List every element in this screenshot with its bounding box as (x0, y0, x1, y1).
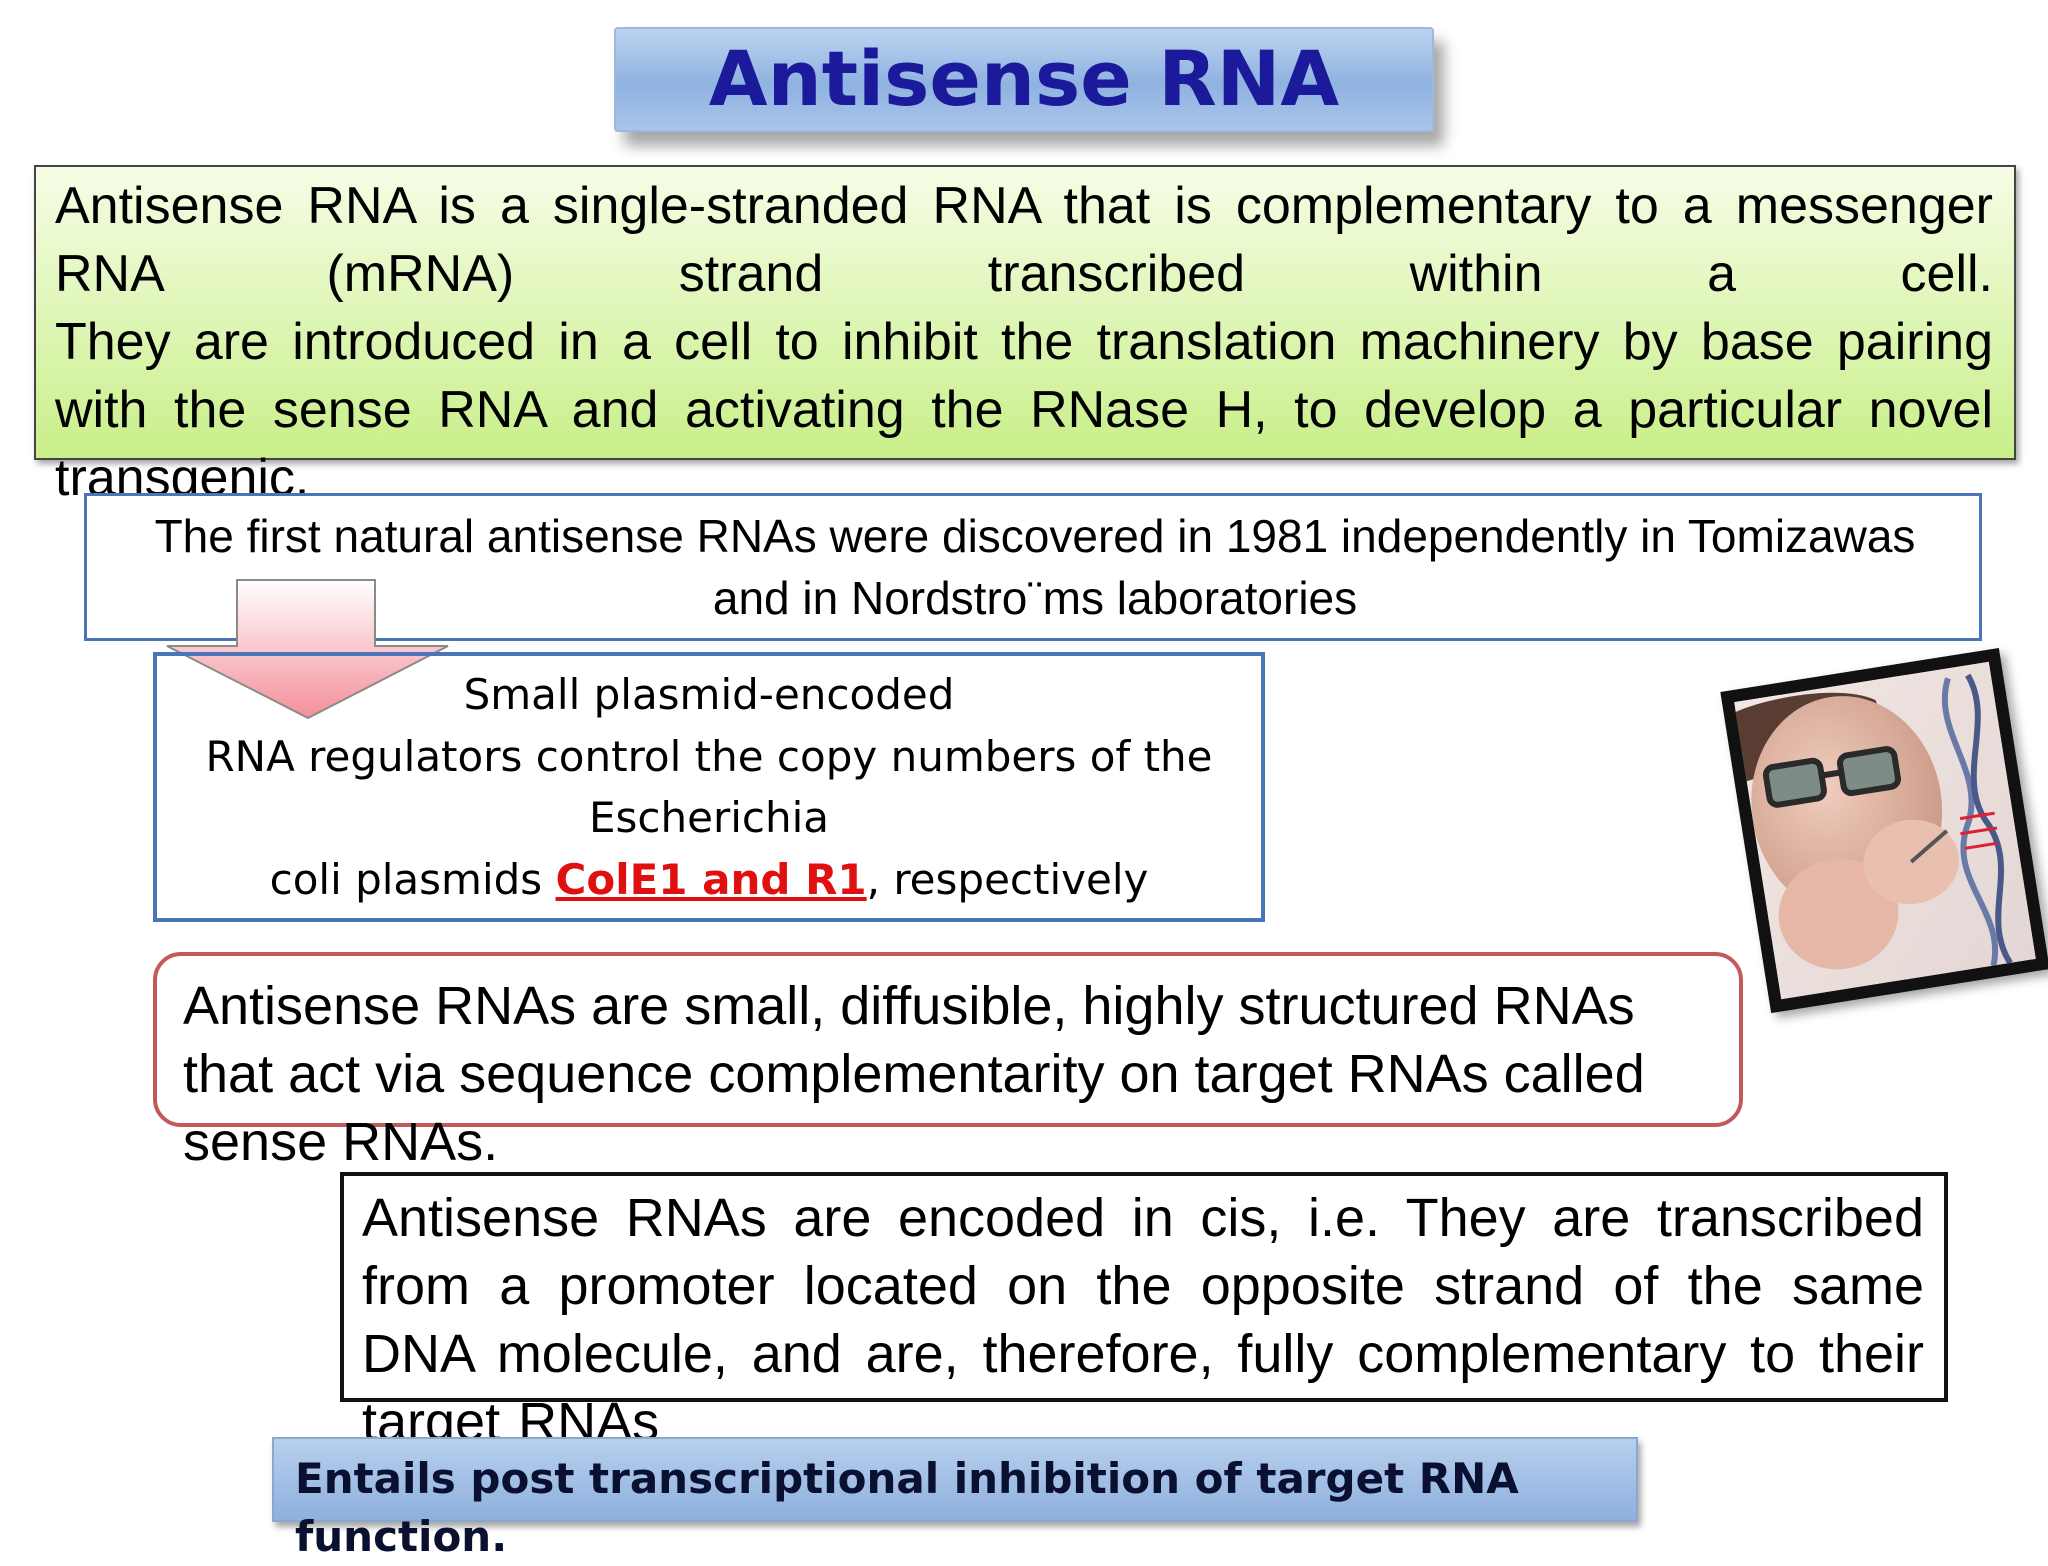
cis-text: Antisense RNAs are encoded in cis, i.e. … (362, 1188, 1924, 1452)
plasmid-box (153, 652, 1265, 922)
scientist-image (1734, 661, 2036, 1000)
scientist-photo (1720, 647, 2048, 1014)
plasmid-line-2: RNA regulators control the copy numbers … (205, 731, 1213, 781)
plasmid-highlight: ColE1 and R1 (555, 854, 867, 904)
plasmid-line-4-post: , respectively (866, 854, 1149, 904)
plasmid-line-3: Escherichia (588, 793, 830, 842)
inhibition-strip (272, 1437, 1638, 1522)
small-rnas-box (153, 952, 1743, 1127)
down-arrow-icon (166, 579, 449, 720)
plasmid-line-4: coli plasmids ColE1 and R1, respectively (158, 849, 1260, 911)
inhibition-text: Entails post transcriptional inhibition … (295, 1454, 1519, 1561)
plasmid-line-4-pre: coli plasmids (269, 854, 556, 904)
cis-box (340, 1172, 1948, 1402)
small-rnas-text: Antisense RNAs are small, diffusible, hi… (183, 976, 1645, 1172)
definition-paragraph-1: Antisense RNA is a single-stranded RNA t… (55, 177, 1993, 303)
definition-text: Antisense RNA is a single-stranded RNA t… (55, 172, 1993, 512)
discovery-box (84, 493, 1982, 641)
title-banner: Antisense RNA (614, 27, 1434, 132)
definition-paragraph-2: They are introduced in a cell to inhibit… (55, 313, 1993, 507)
slide-title: Antisense RNA (708, 34, 1340, 123)
definition-box (34, 165, 2016, 460)
discovery-text: The first natural antisense RNAs were di… (154, 510, 1916, 624)
plasmid-text: Small plasmid-encoded RNA regulators con… (158, 664, 1260, 910)
plasmid-line-1: Small plasmid-encoded (463, 670, 955, 719)
